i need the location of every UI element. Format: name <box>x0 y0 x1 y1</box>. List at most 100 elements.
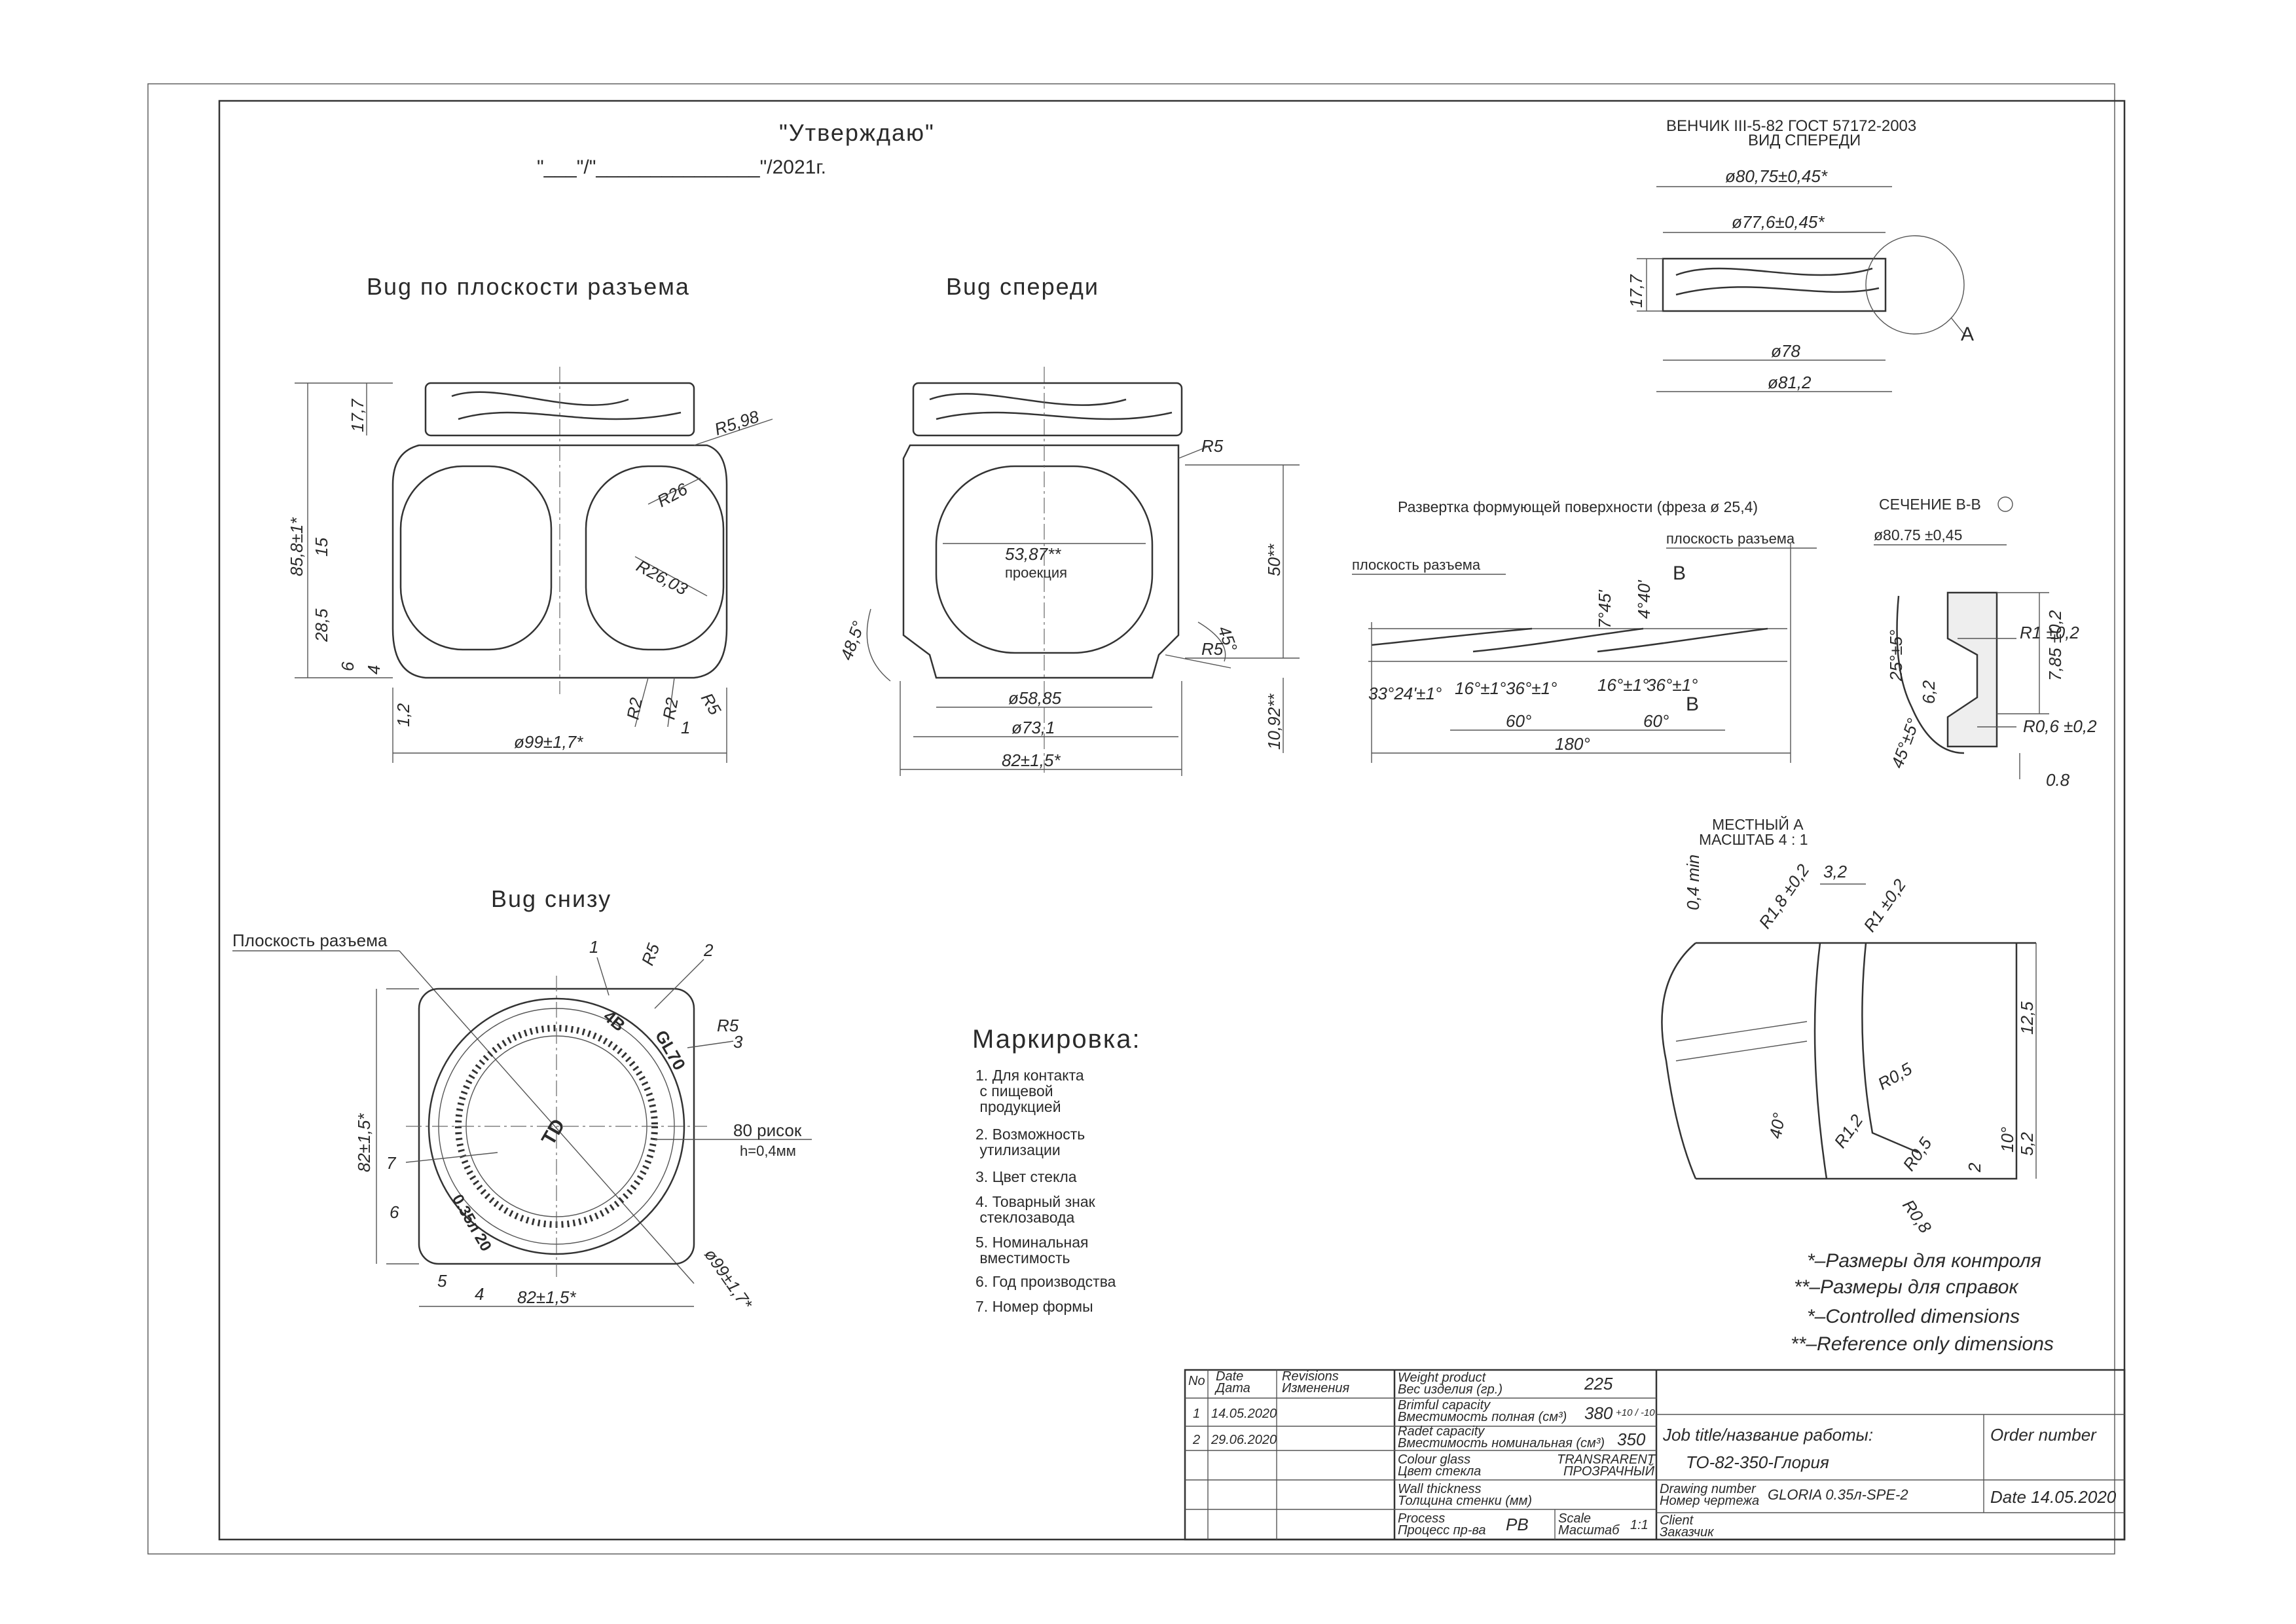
svg-text:60°: 60° <box>1643 711 1669 731</box>
parting-view-title: Bug по плоскости разъема <box>367 273 690 300</box>
svg-text:6,2: 6,2 <box>1919 680 1939 704</box>
svg-text:180°: 180° <box>1555 734 1590 754</box>
dim-neck-height: 17,7 <box>348 398 367 432</box>
svg-text:Процесс пр-ва: Процесс пр-ва <box>1398 1523 1486 1538</box>
svg-text:82±1,5*: 82±1,5* <box>517 1287 576 1307</box>
right-panel <box>585 465 725 651</box>
section-title: СЕЧЕНИЕ В-В <box>1879 496 1981 513</box>
thread-lines <box>451 391 682 420</box>
svg-text:36°±1°: 36°±1° <box>1506 678 1557 698</box>
svg-text:Revisions: Revisions <box>1282 1369 1339 1384</box>
svg-text:R26,03: R26,03 <box>633 556 691 599</box>
dim-body-diameter: ø99±1,7* <box>514 732 583 752</box>
svg-text:Colour glass: Colour glass <box>1398 1452 1470 1467</box>
svg-text:4B: 4B <box>600 1006 629 1035</box>
svg-text:плоскость разъема: плоскость разъема <box>1666 530 1795 547</box>
svg-text:82±1,5*: 82±1,5* <box>354 1113 374 1172</box>
svg-text:R26: R26 <box>654 479 691 511</box>
svg-text:ø58,85: ø58,85 <box>1008 688 1061 708</box>
svg-text:ø99±1,7*: ø99±1,7* <box>701 1245 756 1313</box>
svg-text:10°: 10° <box>1997 1127 2017 1153</box>
svg-text:Масштаб: Масштаб <box>1558 1523 1620 1538</box>
svg-text:7,85 ±0,2: 7,85 ±0,2 <box>2045 610 2065 681</box>
svg-text:2: 2 <box>1192 1433 1200 1447</box>
svg-text:0.8: 0.8 <box>2046 770 2070 790</box>
svg-text:ø73,1: ø73,1 <box>1011 718 1055 737</box>
marking-legend: Маркировка: 1. Для контакта с пищевой пр… <box>972 1025 1140 1315</box>
svg-text:Изменения: Изменения <box>1282 1381 1349 1395</box>
svg-text:Вес изделия (гр.): Вес изделия (гр.) <box>1398 1382 1503 1397</box>
svg-text:проекция: проекция <box>1005 564 1067 581</box>
approval-title: "Утверждаю" <box>779 119 935 146</box>
svg-text:ø80.75 ±0,45: ø80.75 ±0,45 <box>1874 526 1962 544</box>
svg-text:10,92**: 10,92** <box>1264 693 1284 750</box>
svg-text:3: 3 <box>733 1032 743 1052</box>
svg-text:Date: Date <box>1216 1369 1243 1384</box>
svg-text:R1,2: R1,2 <box>1830 1111 1867 1152</box>
front-view-title: Bug спереди <box>946 273 1099 300</box>
svg-text:+10 / -10: +10 / -10 <box>1616 1407 1655 1418</box>
svg-text:PB: PB <box>1506 1515 1529 1534</box>
marking-item-6: 6. Год производства <box>975 1273 1116 1290</box>
svg-text:Цвет стекла: Цвет стекла <box>1398 1464 1481 1479</box>
svg-text:B: B <box>1686 693 1699 715</box>
marking-item-1: 1. Для контакта с пищевой продукцией <box>975 1067 1084 1115</box>
svg-text:R5: R5 <box>1201 436 1224 456</box>
inner-frame <box>218 100 2126 1541</box>
bottom-view-title: Bug снизу <box>491 885 611 912</box>
svg-text:1: 1 <box>589 937 598 957</box>
finish-outline <box>1662 257 1887 312</box>
svg-text:0.35л 20: 0.35л 20 <box>448 1192 495 1255</box>
svg-text:1: 1 <box>1193 1407 1200 1421</box>
svg-text:40°: 40° <box>1765 1111 1789 1140</box>
finish-view: ВЕНЧИК III-5-82 ГОСТ 57172-2003 ВИД СПЕР… <box>1626 117 1974 392</box>
detail-view: МЕСТНЫЙ А МАСШТАБ 4 : 1 0,4 min R1,8 ±0,… <box>1661 815 2037 1237</box>
svg-text:R0,6 ±0,2: R0,6 ±0,2 <box>2023 716 2097 736</box>
svg-text:80 рисок: 80 рисок <box>733 1120 802 1140</box>
parting-plane-label: Плоскость разъема <box>232 931 388 950</box>
mould-mark: TD <box>538 1115 570 1149</box>
detail-profile <box>1661 942 1697 1179</box>
svg-text:2: 2 <box>1965 1162 1984 1173</box>
svg-text:R0,5: R0,5 <box>1874 1058 1916 1094</box>
svg-text:5,2: 5,2 <box>2017 1132 2037 1156</box>
svg-text:7: 7 <box>386 1153 397 1173</box>
svg-text:Job title/название работы:: Job title/название работы: <box>1662 1425 1873 1445</box>
svg-text:7°45': 7°45' <box>1595 589 1614 629</box>
svg-text:1:1: 1:1 <box>1630 1518 1649 1532</box>
svg-text:Вместимость полная (см³): Вместимость полная (см³) <box>1398 1410 1567 1424</box>
svg-text:15: 15 <box>312 538 331 557</box>
note-1: *–Размеры для контроля <box>1807 1250 2041 1272</box>
svg-text:33°24'±1°: 33°24'±1° <box>1368 684 1442 703</box>
finish-title: ВЕНЧИК III-5-82 ГОСТ 57172-2003 <box>1666 117 1916 135</box>
svg-text:Толщина стенки (мм): Толщина стенки (мм) <box>1398 1494 1532 1508</box>
svg-text:16°±1°: 16°±1° <box>1597 675 1649 695</box>
svg-text:14.05.2020: 14.05.2020 <box>1211 1407 1277 1421</box>
svg-text:No: No <box>1188 1374 1205 1388</box>
svg-text:R1,8 ±0,2: R1,8 ±0,2 <box>1755 860 1813 932</box>
svg-text:1: 1 <box>681 718 690 737</box>
neck-outline <box>424 382 695 437</box>
svg-text:ВИД СПЕРЕДИ: ВИД СПЕРЕДИ <box>1748 132 1861 149</box>
svg-text:R5,98: R5,98 <box>712 407 762 439</box>
svg-text:Weight product: Weight product <box>1398 1371 1487 1385</box>
marking-item-4: 4. Товарный знак стеклозавода <box>975 1193 1096 1226</box>
note-4: **–Reference only dimensions <box>1791 1333 2054 1355</box>
thread-development: Развертка формующей поверхности (фреза ø… <box>1352 498 1817 763</box>
svg-text:R2: R2 <box>659 696 682 721</box>
svg-text:Radet capacity: Radet capacity <box>1398 1424 1485 1439</box>
svg-text:R5: R5 <box>697 690 725 718</box>
svg-text:28,5: 28,5 <box>312 608 331 642</box>
svg-text:R2: R2 <box>623 696 646 721</box>
section-view: СЕЧЕНИЕ В-В ø80.75 ±0,45 R1 ±0,2 7,85 ±0… <box>1874 496 2097 790</box>
marking-item-5: 5. Номинальная вместимость <box>975 1234 1088 1266</box>
svg-text:Wall thickness: Wall thickness <box>1398 1482 1481 1496</box>
svg-text:60°: 60° <box>1506 711 1531 731</box>
title-block: No Date Дата Revisions Изменения 1 14.05… <box>1184 1369 2126 1541</box>
svg-text:4: 4 <box>364 665 384 674</box>
svg-text:h=0,4мм: h=0,4мм <box>740 1143 796 1159</box>
svg-text:МАСШТАБ 4 : 1: МАСШТАБ 4 : 1 <box>1699 831 1808 848</box>
base-ring-outer <box>428 997 685 1255</box>
dimension-notes: *–Размеры для контроля **–Размеры для сп… <box>1791 1250 2054 1355</box>
